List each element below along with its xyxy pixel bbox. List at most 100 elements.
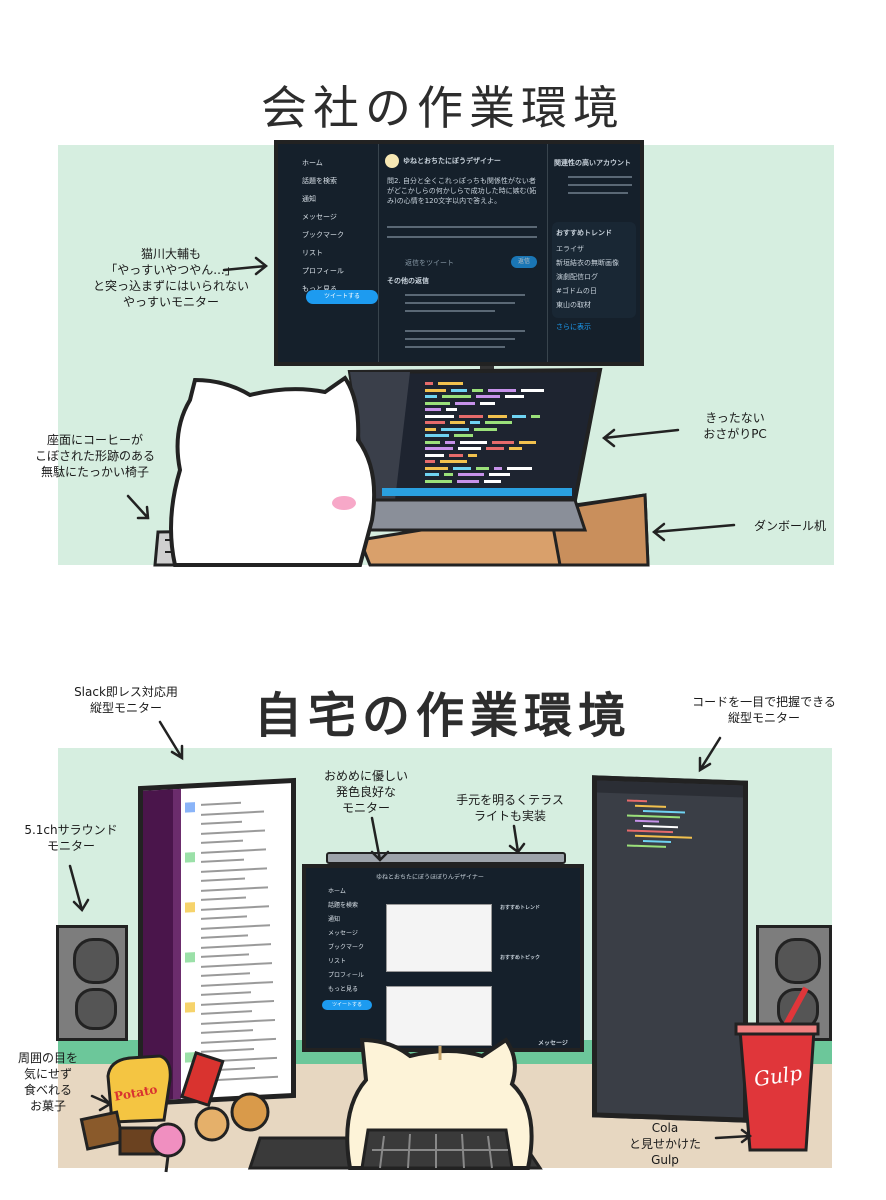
code-line-segment (453, 466, 471, 470)
note-code-monitor: コードを一目で把握できる 縦型モニター (692, 695, 836, 725)
code-line-segment (531, 414, 540, 418)
note-expensive-chair: 座面にコーヒーが こぼされた形跡のある 無駄にたっかい椅子 (34, 433, 155, 479)
note-light-bar: 手元を明るくテラス ライトも実装 (456, 793, 564, 823)
office-monitor: ホーム 話題を検索 通知 メッセージ ブックマーク リスト プロフィール もっと… (274, 140, 644, 366)
nav-item-notify: 通知 (302, 195, 316, 203)
code-line-segment (425, 382, 433, 385)
code-line-segment (454, 434, 473, 437)
code-line-segment (425, 440, 440, 444)
related-accounts-heading: 関連性の高いアカウント (554, 159, 631, 167)
code-line-segment (440, 460, 467, 463)
nav-item-home: ホーム (328, 888, 346, 895)
code-line-segment (425, 401, 450, 405)
code-line-segment (438, 382, 463, 385)
other-replies-heading: その他の返信 (387, 277, 429, 285)
nav-item-more: もっと見る (302, 285, 337, 293)
code-line-segment (425, 414, 454, 418)
code-line-segment (425, 434, 449, 437)
code-line-segment (460, 440, 487, 444)
nav-item-messages: メッセージ (328, 930, 358, 937)
trend-item: #ゴドムの日 (556, 287, 597, 295)
code-line-segment (425, 395, 437, 398)
note-center-monitor: おめめに優しい 発色良好な モニター (323, 769, 408, 815)
nav-item-home: ホーム (302, 159, 323, 167)
code-line-segment (441, 427, 469, 431)
nav-item-profile: プロフィール (302, 267, 344, 275)
reply-input-placeholder: 返信をツイート (405, 259, 454, 267)
trend-item: 東山の取材 (556, 301, 591, 309)
code-line-segment (449, 453, 463, 457)
code-line-segment (470, 421, 480, 424)
code-line-segment (457, 479, 479, 483)
note-slack-monitor: Slack即レス対応用 縦型モニター (74, 685, 178, 715)
tweet-button: ツイートする (306, 290, 378, 304)
code-line-segment (476, 395, 500, 398)
code-line-segment (474, 427, 497, 431)
note-cheap-monitor: 猫川大輔も 「やっすいやつやん...」 と突っ込まずにはいられない やっすいモニ… (92, 247, 249, 309)
code-line-segment (468, 453, 477, 457)
code-line-segment (485, 421, 512, 424)
office-twitter-sidebar: ホーム 話題を検索 通知 メッセージ ブックマーク リスト プロフィール もっと… (284, 150, 378, 350)
home-twitter-header: ゆねとおちたにぼうほぼりんデザイナー (376, 874, 484, 881)
trends-card: おすすめトレンド エライザ 新垣結衣の無断画像 演劇配信ログ #ゴドムの日 東山… (552, 222, 636, 318)
trend-item: エライザ (556, 245, 584, 253)
manga-image-1 (386, 904, 492, 972)
avatar (385, 154, 399, 168)
tweet-author: ゆねとおちたにぼうデザイナー (403, 157, 501, 165)
code-line-segment (425, 466, 448, 470)
code-line-segment (444, 473, 453, 476)
code-line-segment (486, 447, 504, 450)
code-line-segment (519, 440, 536, 444)
trends-heading: おすすめトレンド (500, 905, 541, 911)
code-line-segment (455, 401, 475, 405)
nav-item-messages: メッセージ (302, 213, 337, 221)
tweet-text: 問2. 自分と全くこれっぽっちも関係性がない者がどこかしらの何かしらで成功した時… (387, 177, 537, 205)
code-line-segment (425, 460, 435, 463)
note-gulp: Cola と見せかけた Gulp (628, 1121, 701, 1167)
code-line-segment (494, 466, 502, 470)
code-line-segment (509, 447, 522, 450)
code-line-segment (476, 466, 489, 470)
code-line-segment (425, 388, 446, 392)
code-line-segment (450, 421, 465, 424)
office-twitter-main: ゆねとおちたにぼうデザイナー 問2. 自分と全くこれっぽっちも関係性がない者がど… (378, 144, 548, 362)
nav-item-lists: リスト (302, 249, 323, 257)
code-line-segment (451, 388, 467, 392)
code-line-segment (488, 388, 516, 392)
topics-heading: おすすめトピック (500, 955, 541, 961)
messages-bar: メッセージ (538, 1040, 568, 1047)
code-line-segment (488, 414, 507, 418)
nav-item-bookmark: ブックマーク (328, 944, 365, 951)
code-line-segment (472, 388, 483, 392)
nav-item-notify: 通知 (328, 916, 341, 923)
code-line-segment (425, 408, 441, 411)
code-line-segment (489, 473, 510, 476)
manga-image-2 (386, 986, 492, 1046)
trend-item: 新垣結衣の無断画像 (556, 259, 619, 267)
nav-item-explore: 話題を検索 (302, 177, 337, 185)
note-cardboard-desk: ダンボール机 (753, 519, 826, 533)
nav-item-explore: 話題を検索 (328, 902, 359, 909)
code-line-segment (458, 473, 484, 476)
nav-item-lists: リスト (328, 958, 347, 965)
note-snacks: 周囲の目を 気にせず 食べれる お菓子 (17, 1051, 78, 1113)
nav-item-profile: プロフィール (328, 972, 364, 979)
code-line-segment (484, 479, 501, 483)
code-line-segment (442, 395, 471, 398)
code-line-segment (425, 473, 439, 476)
tweet-button: ツイートする (322, 1000, 372, 1010)
code-line-segment (425, 421, 445, 424)
code-line-segment (425, 479, 452, 483)
note-speakers: 5.1chサラウンド モニター (24, 823, 118, 853)
reply-button: 返信 (511, 256, 537, 268)
left-speaker (56, 925, 128, 1041)
home-title: 自宅の作業環境 (253, 688, 632, 744)
office-title: 会社の作業環境 (261, 81, 625, 135)
code-line-segment (459, 414, 483, 418)
code-line-segment (425, 427, 436, 431)
code-line-segment (512, 414, 526, 418)
